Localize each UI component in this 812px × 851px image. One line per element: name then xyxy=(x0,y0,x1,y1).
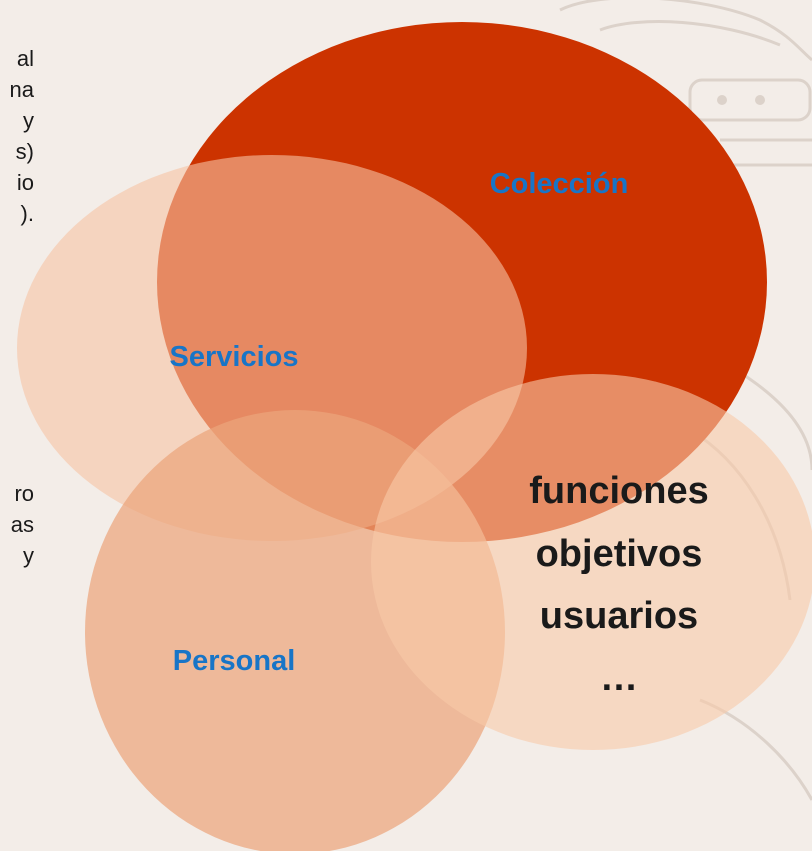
center-line-objetivos: objetivos xyxy=(536,533,703,575)
center-line-usuarios: usuarios xyxy=(540,595,698,637)
text-fragment: io xyxy=(16,170,34,195)
label-coleccion: Colección xyxy=(490,168,629,200)
text-fragment: s) xyxy=(15,139,34,164)
text-fragment: na xyxy=(9,77,34,102)
circle-funciones xyxy=(371,374,812,750)
text-fragment: as xyxy=(10,512,34,537)
text-fragment: y xyxy=(23,543,34,568)
label-servicios: Servicios xyxy=(170,341,299,373)
text-fragment: y xyxy=(23,108,34,133)
text-fragment: ). xyxy=(20,201,34,226)
label-personal: Personal xyxy=(173,645,296,677)
text-fragment: ro xyxy=(14,481,34,506)
text-fragment: al xyxy=(16,46,34,71)
center-line-funciones: funciones xyxy=(529,470,708,512)
center-line-ellipsis: … xyxy=(600,657,638,699)
